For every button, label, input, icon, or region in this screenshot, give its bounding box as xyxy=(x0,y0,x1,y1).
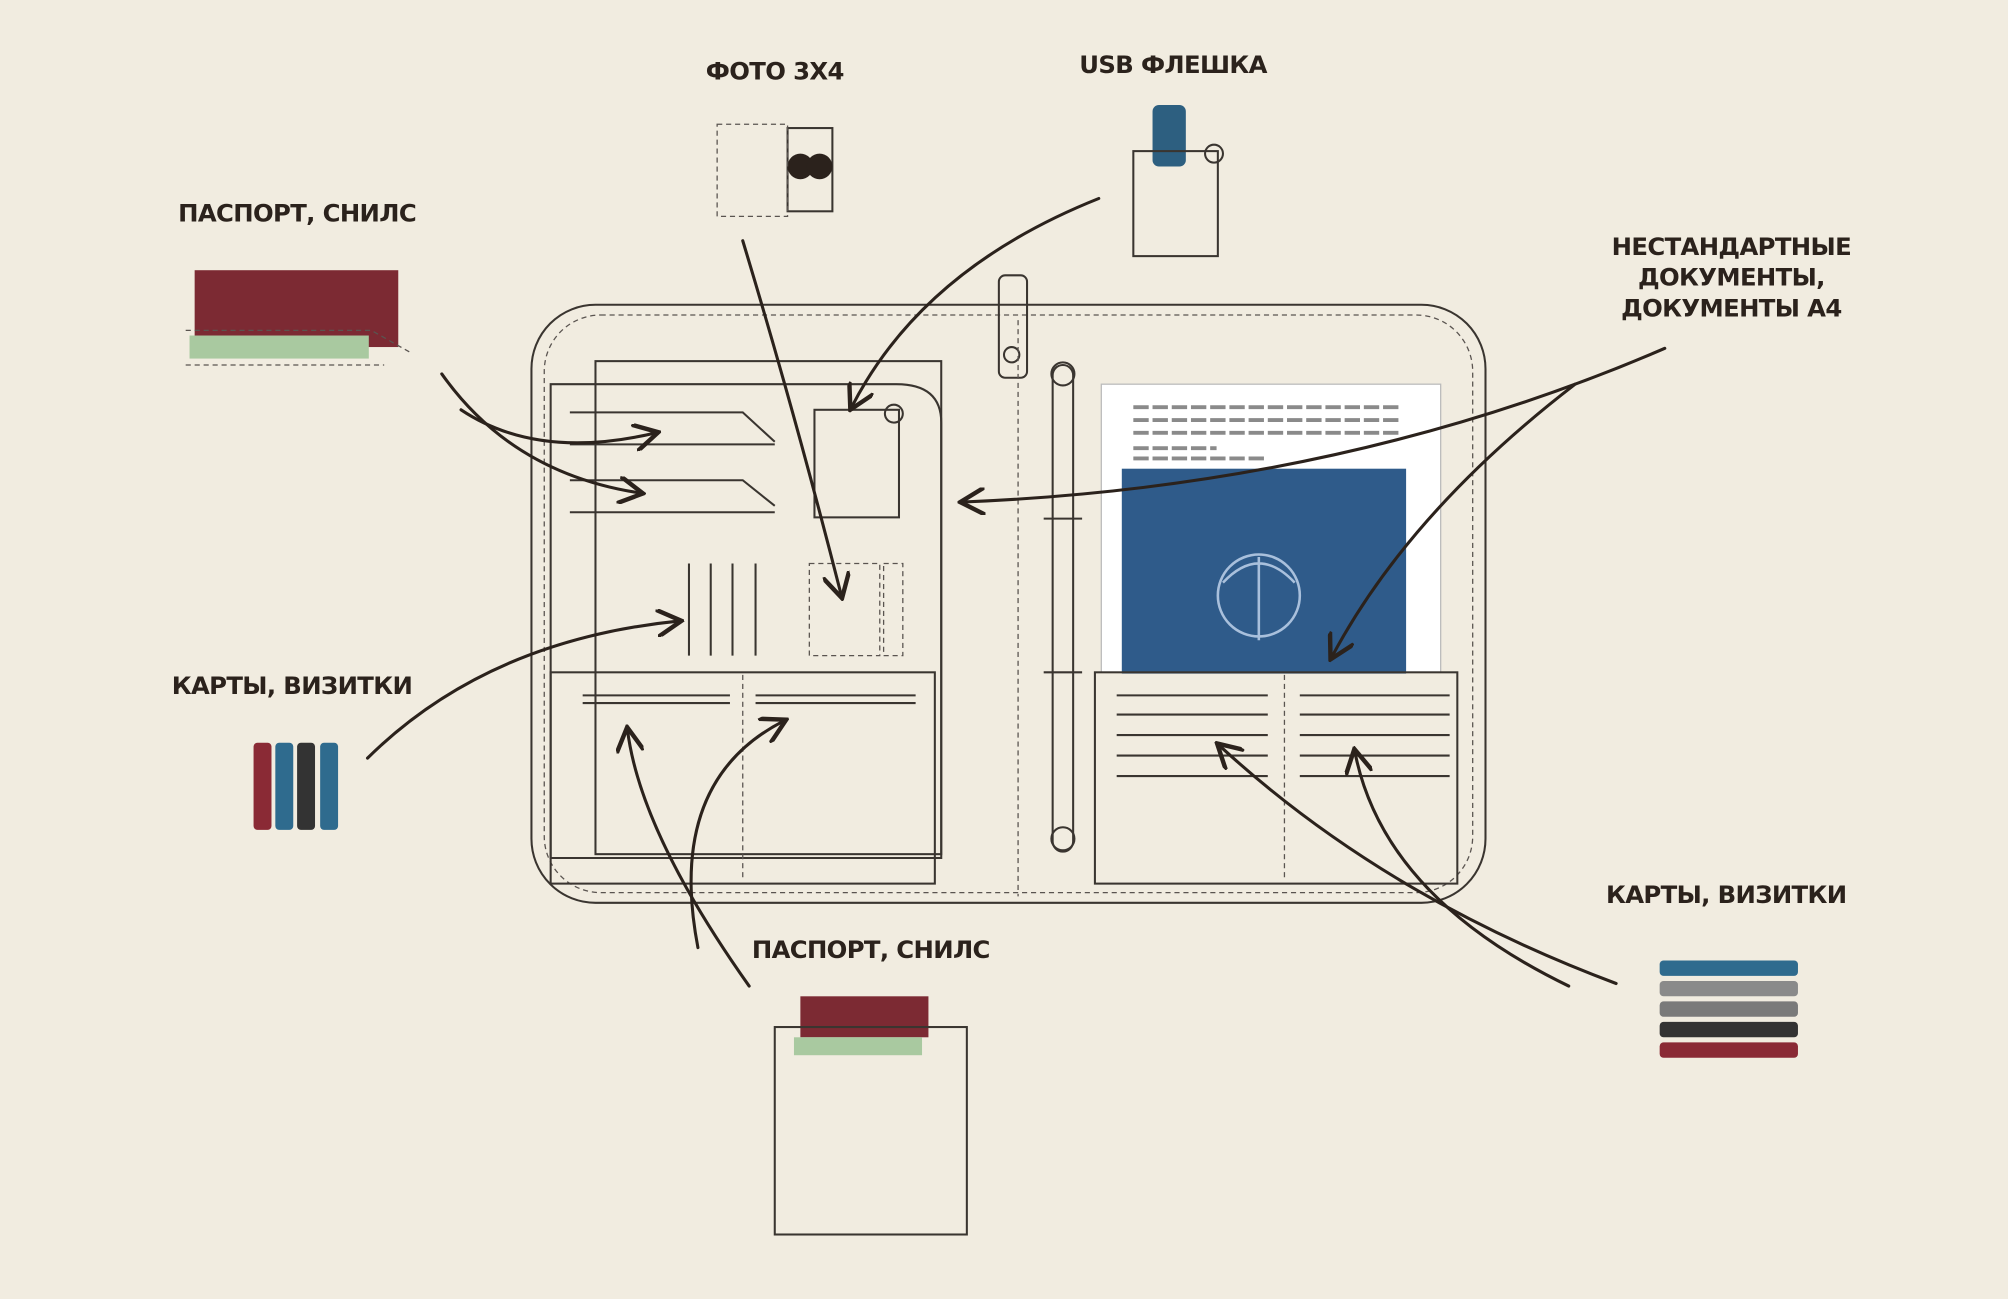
blue-passport xyxy=(1121,468,1407,674)
organizer-wallet xyxy=(530,274,1487,904)
arrows xyxy=(365,196,1667,988)
cards-detail-left xyxy=(253,742,339,830)
passport-snils-detail-top xyxy=(185,270,411,366)
label-cards-right: КАРТЫ, ВИЗИТКИ xyxy=(1606,880,1846,909)
label-passport-top: ПАСПОРТ, СНИЛС xyxy=(178,199,416,228)
usb-pocket xyxy=(813,403,904,519)
card-slots xyxy=(687,563,757,656)
label-docs-line1: НЕСТАНДАРТНЫЕ xyxy=(1612,232,1851,261)
label-docs-line3: ДОКУМЕНТЫ А4 xyxy=(1621,293,1842,322)
right-bottom-pockets xyxy=(1093,671,1459,885)
label-docs-line2: ДОКУМЕНТЫ, xyxy=(1638,263,1825,292)
cards-detail-right xyxy=(1659,960,1798,1058)
label-passport-bottom: ПАСПОРТ, СНИЛС xyxy=(752,935,990,964)
label-usb: USB ФЛЕШКА xyxy=(1079,50,1267,79)
left-panel xyxy=(549,360,943,885)
passport-snils-detail-bottom xyxy=(773,996,968,1236)
right-panel xyxy=(1093,383,1459,885)
photo-pocket xyxy=(808,562,881,657)
usb-icon xyxy=(1152,105,1186,167)
spine-binder xyxy=(997,274,1083,897)
label-photo: ФОТО 3Х4 xyxy=(706,56,844,85)
photo-pocket-detail xyxy=(716,123,834,218)
left-bottom-pockets xyxy=(549,671,936,885)
usb-detail xyxy=(1132,105,1224,258)
label-cards-left: КАРТЫ, ВИЗИТКИ xyxy=(172,671,412,700)
